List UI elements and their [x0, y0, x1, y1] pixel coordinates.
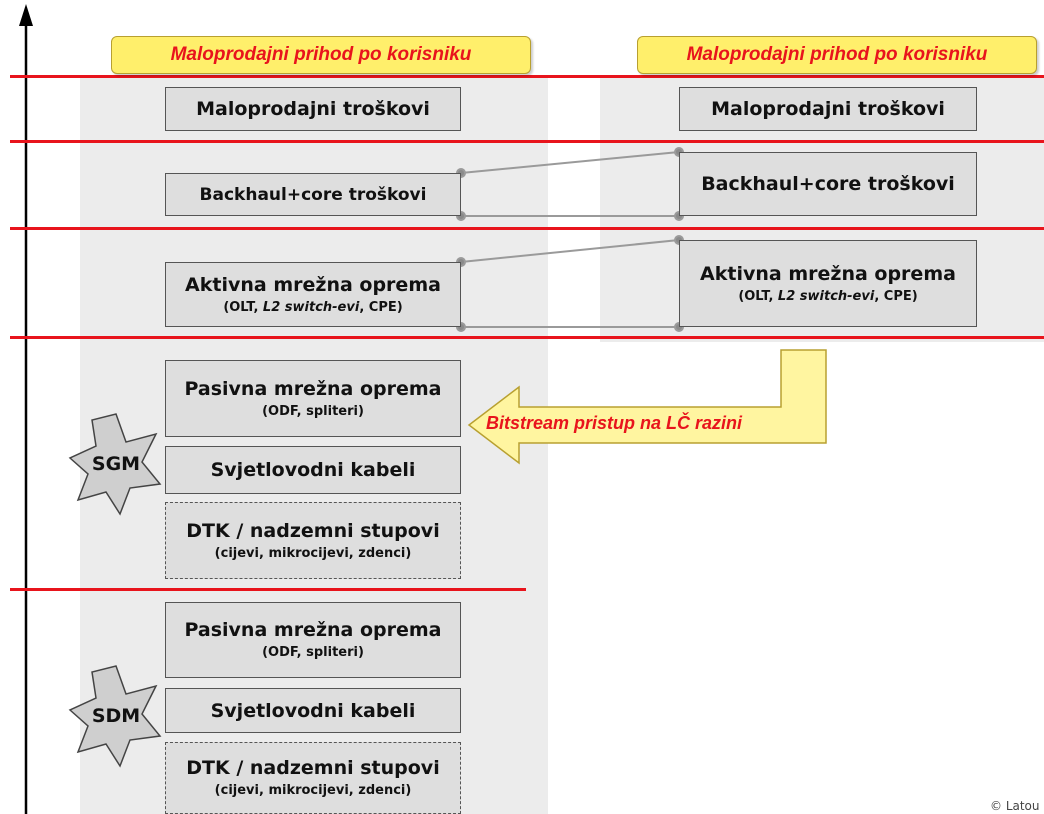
- vertical-axis-arrow: [19, 4, 33, 814]
- right-active-main-label: Aktivna mrežna oprema: [700, 262, 956, 285]
- sdm-passive-main-label: Pasivna mrežna oprema: [184, 619, 442, 641]
- sdm-passive-sub-label: (ODF, spliteri): [262, 645, 364, 660]
- left-revenue-callout: Maloprodajni prihod po korisniku: [111, 36, 531, 74]
- sdm-fiber-label: Svjetlovodni kabeli: [210, 699, 416, 722]
- right-active-equipment-box: Aktivna mrežna oprema (OLT, L2 switch-ev…: [679, 240, 977, 327]
- right-revenue-label: Maloprodajni prihod po korisniku: [686, 44, 988, 65]
- sgm-passive-equipment-box: Pasivna mrežna oprema (ODF, spliteri): [165, 360, 461, 437]
- sgm-passive-main-label: Pasivna mrežna oprema: [184, 377, 442, 400]
- sgm-fiber-box: Svjetlovodni kabeli: [165, 446, 461, 494]
- separator-line-5: [10, 588, 526, 591]
- left-retail-costs-box: Maloprodajni troškovi: [165, 87, 461, 131]
- sgm-badge-label: SGM: [91, 453, 141, 475]
- left-active-sub-a: (OLT,: [223, 299, 263, 315]
- sdm-dtk-sub-label: (cijevi, mikrocijevi, zdenci): [214, 783, 412, 798]
- sgm-star-badge: SGM: [68, 412, 164, 516]
- right-backhaul-label: Backhaul+core troškovi: [701, 173, 955, 195]
- left-active-equipment-box: Aktivna mrežna oprema (OLT, L2 switch-ev…: [165, 262, 461, 327]
- sgm-passive-sub-label: (ODF, spliteri): [262, 403, 364, 419]
- left-backhaul-box: Backhaul+core troškovi: [165, 173, 461, 216]
- sgm-dtk-main-label: DTK / nadzemni stupovi: [186, 519, 440, 542]
- left-active-sub-c: , CPE): [359, 299, 403, 315]
- left-retail-costs-label: Maloprodajni troškovi: [196, 98, 430, 120]
- separator-line-1: [10, 75, 1044, 78]
- left-active-sub-b: L2 switch-evi: [262, 299, 360, 315]
- sgm-star-shape: [68, 413, 162, 516]
- left-backhaul-label: Backhaul+core troškovi: [199, 184, 427, 205]
- sgm-fiber-label: Svjetlovodni kabeli: [210, 459, 416, 481]
- right-active-sub-b: L2 switch-evi: [777, 288, 875, 304]
- left-active-main-label: Aktivna mrežna oprema: [185, 273, 441, 296]
- right-active-sub-a: (OLT,: [738, 288, 778, 304]
- sdm-dtk-main-label: DTK / nadzemni stupovi: [186, 757, 440, 779]
- right-backhaul-box: Backhaul+core troškovi: [679, 152, 977, 216]
- sgm-dtk-sub-label: (cijevi, mikrocijevi, zdenci): [214, 545, 412, 561]
- sdm-star-shape: [68, 665, 162, 768]
- right-retail-costs-box: Maloprodajni troškovi: [679, 87, 977, 131]
- sgm-dtk-box: DTK / nadzemni stupovi (cijevi, mikrocij…: [165, 502, 461, 579]
- right-active-sub-label: (OLT, L2 switch-evi, CPE): [738, 287, 917, 307]
- left-revenue-label: Maloprodajni prihod po korisniku: [170, 44, 472, 65]
- bitstream-arrow-label: Bitstream pristup na LČ razini: [486, 413, 743, 433]
- sdm-star-badge: SDM: [68, 664, 164, 768]
- copyright-text: © Latou: [990, 799, 1040, 813]
- left-active-sub-label: (OLT, L2 switch-evi, CPE): [223, 298, 402, 318]
- right-active-sub-c: , CPE): [874, 288, 918, 304]
- separator-line-2: [10, 140, 1044, 143]
- sdm-badge-label: SDM: [91, 705, 141, 727]
- separator-line-3: [10, 227, 1044, 230]
- right-retail-costs-label: Maloprodajni troškovi: [711, 98, 945, 120]
- sdm-dtk-box: DTK / nadzemni stupovi (cijevi, mikrocij…: [165, 742, 461, 814]
- sdm-fiber-box: Svjetlovodni kabeli: [165, 688, 461, 733]
- sdm-passive-equipment-box: Pasivna mrežna oprema (ODF, spliteri): [165, 602, 461, 678]
- right-revenue-callout: Maloprodajni prihod po korisniku: [637, 36, 1037, 74]
- separator-line-4: [10, 336, 1044, 339]
